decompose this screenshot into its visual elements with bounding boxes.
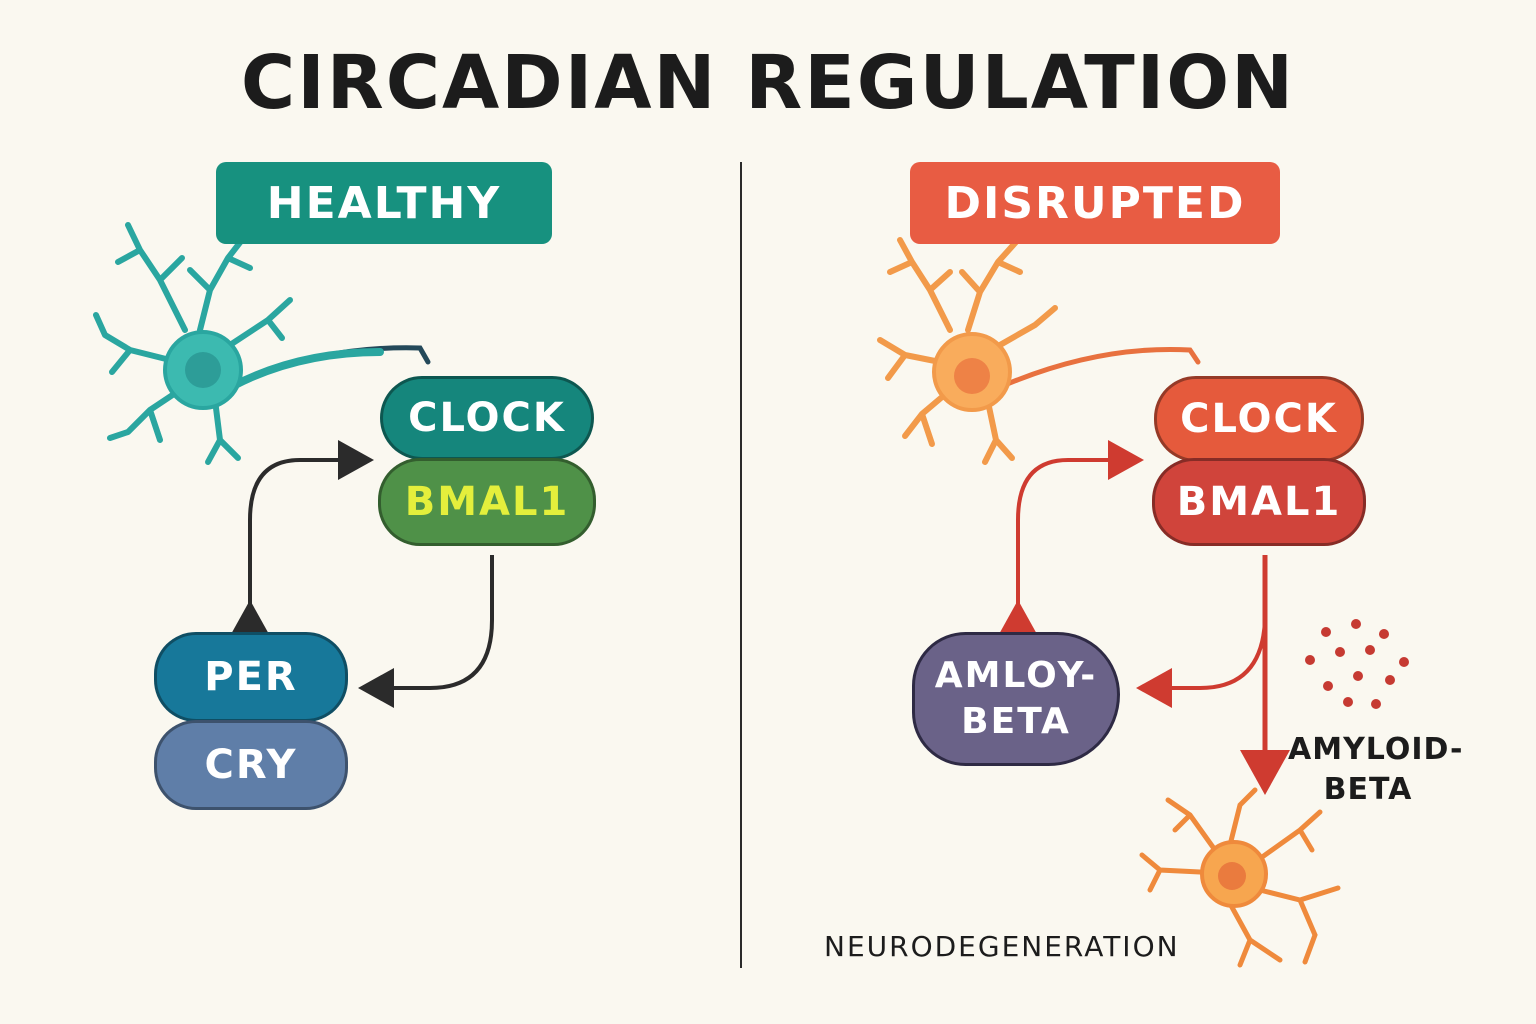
disrupted-clock-node: CLOCK xyxy=(1154,376,1364,462)
diagram-title: CIRCADIAN REGULATION xyxy=(240,40,1296,126)
bmal-to-per-feedback-arrow xyxy=(358,555,494,708)
disrupted-bmal1-node: BMAL1 xyxy=(1152,458,1366,546)
amyloid-label-line1: AMYLOID- xyxy=(1288,732,1464,767)
healthy-per-node: PER xyxy=(154,632,348,722)
neurodegeneration-label: NEURODEGENERATION xyxy=(824,930,1180,963)
healthy-cry-node: CRY xyxy=(154,720,348,810)
orange-neuron-icon xyxy=(877,237,1201,465)
healthy-badge: HEALTHY xyxy=(216,162,552,244)
healthy-clock-node: CLOCK xyxy=(380,376,594,460)
panel-divider xyxy=(740,162,742,968)
amyloid-beta-node: AMLOY- BETA xyxy=(912,632,1120,766)
amyloid-node-line2: BETA xyxy=(961,701,1071,742)
healthy-bmal1-node: BMAL1 xyxy=(378,458,596,546)
bmal-to-amyloid-box-arrow xyxy=(1136,619,1267,708)
degenerating-neuron-icon xyxy=(1139,787,1341,968)
bmal-to-amyloid-arrow xyxy=(998,440,1144,636)
teal-neuron-icon xyxy=(93,222,431,465)
amyloid-beta-label: AMYLOID- BETA xyxy=(1288,730,1464,810)
amyloid-particles-icon xyxy=(1305,619,1409,709)
amyloid-node-line1: AMLOY- xyxy=(934,655,1098,696)
amyloid-label-line2: BETA xyxy=(1323,772,1413,807)
bmal-to-per-arrow xyxy=(230,440,374,636)
disrupted-badge: DISRUPTED xyxy=(910,162,1280,244)
